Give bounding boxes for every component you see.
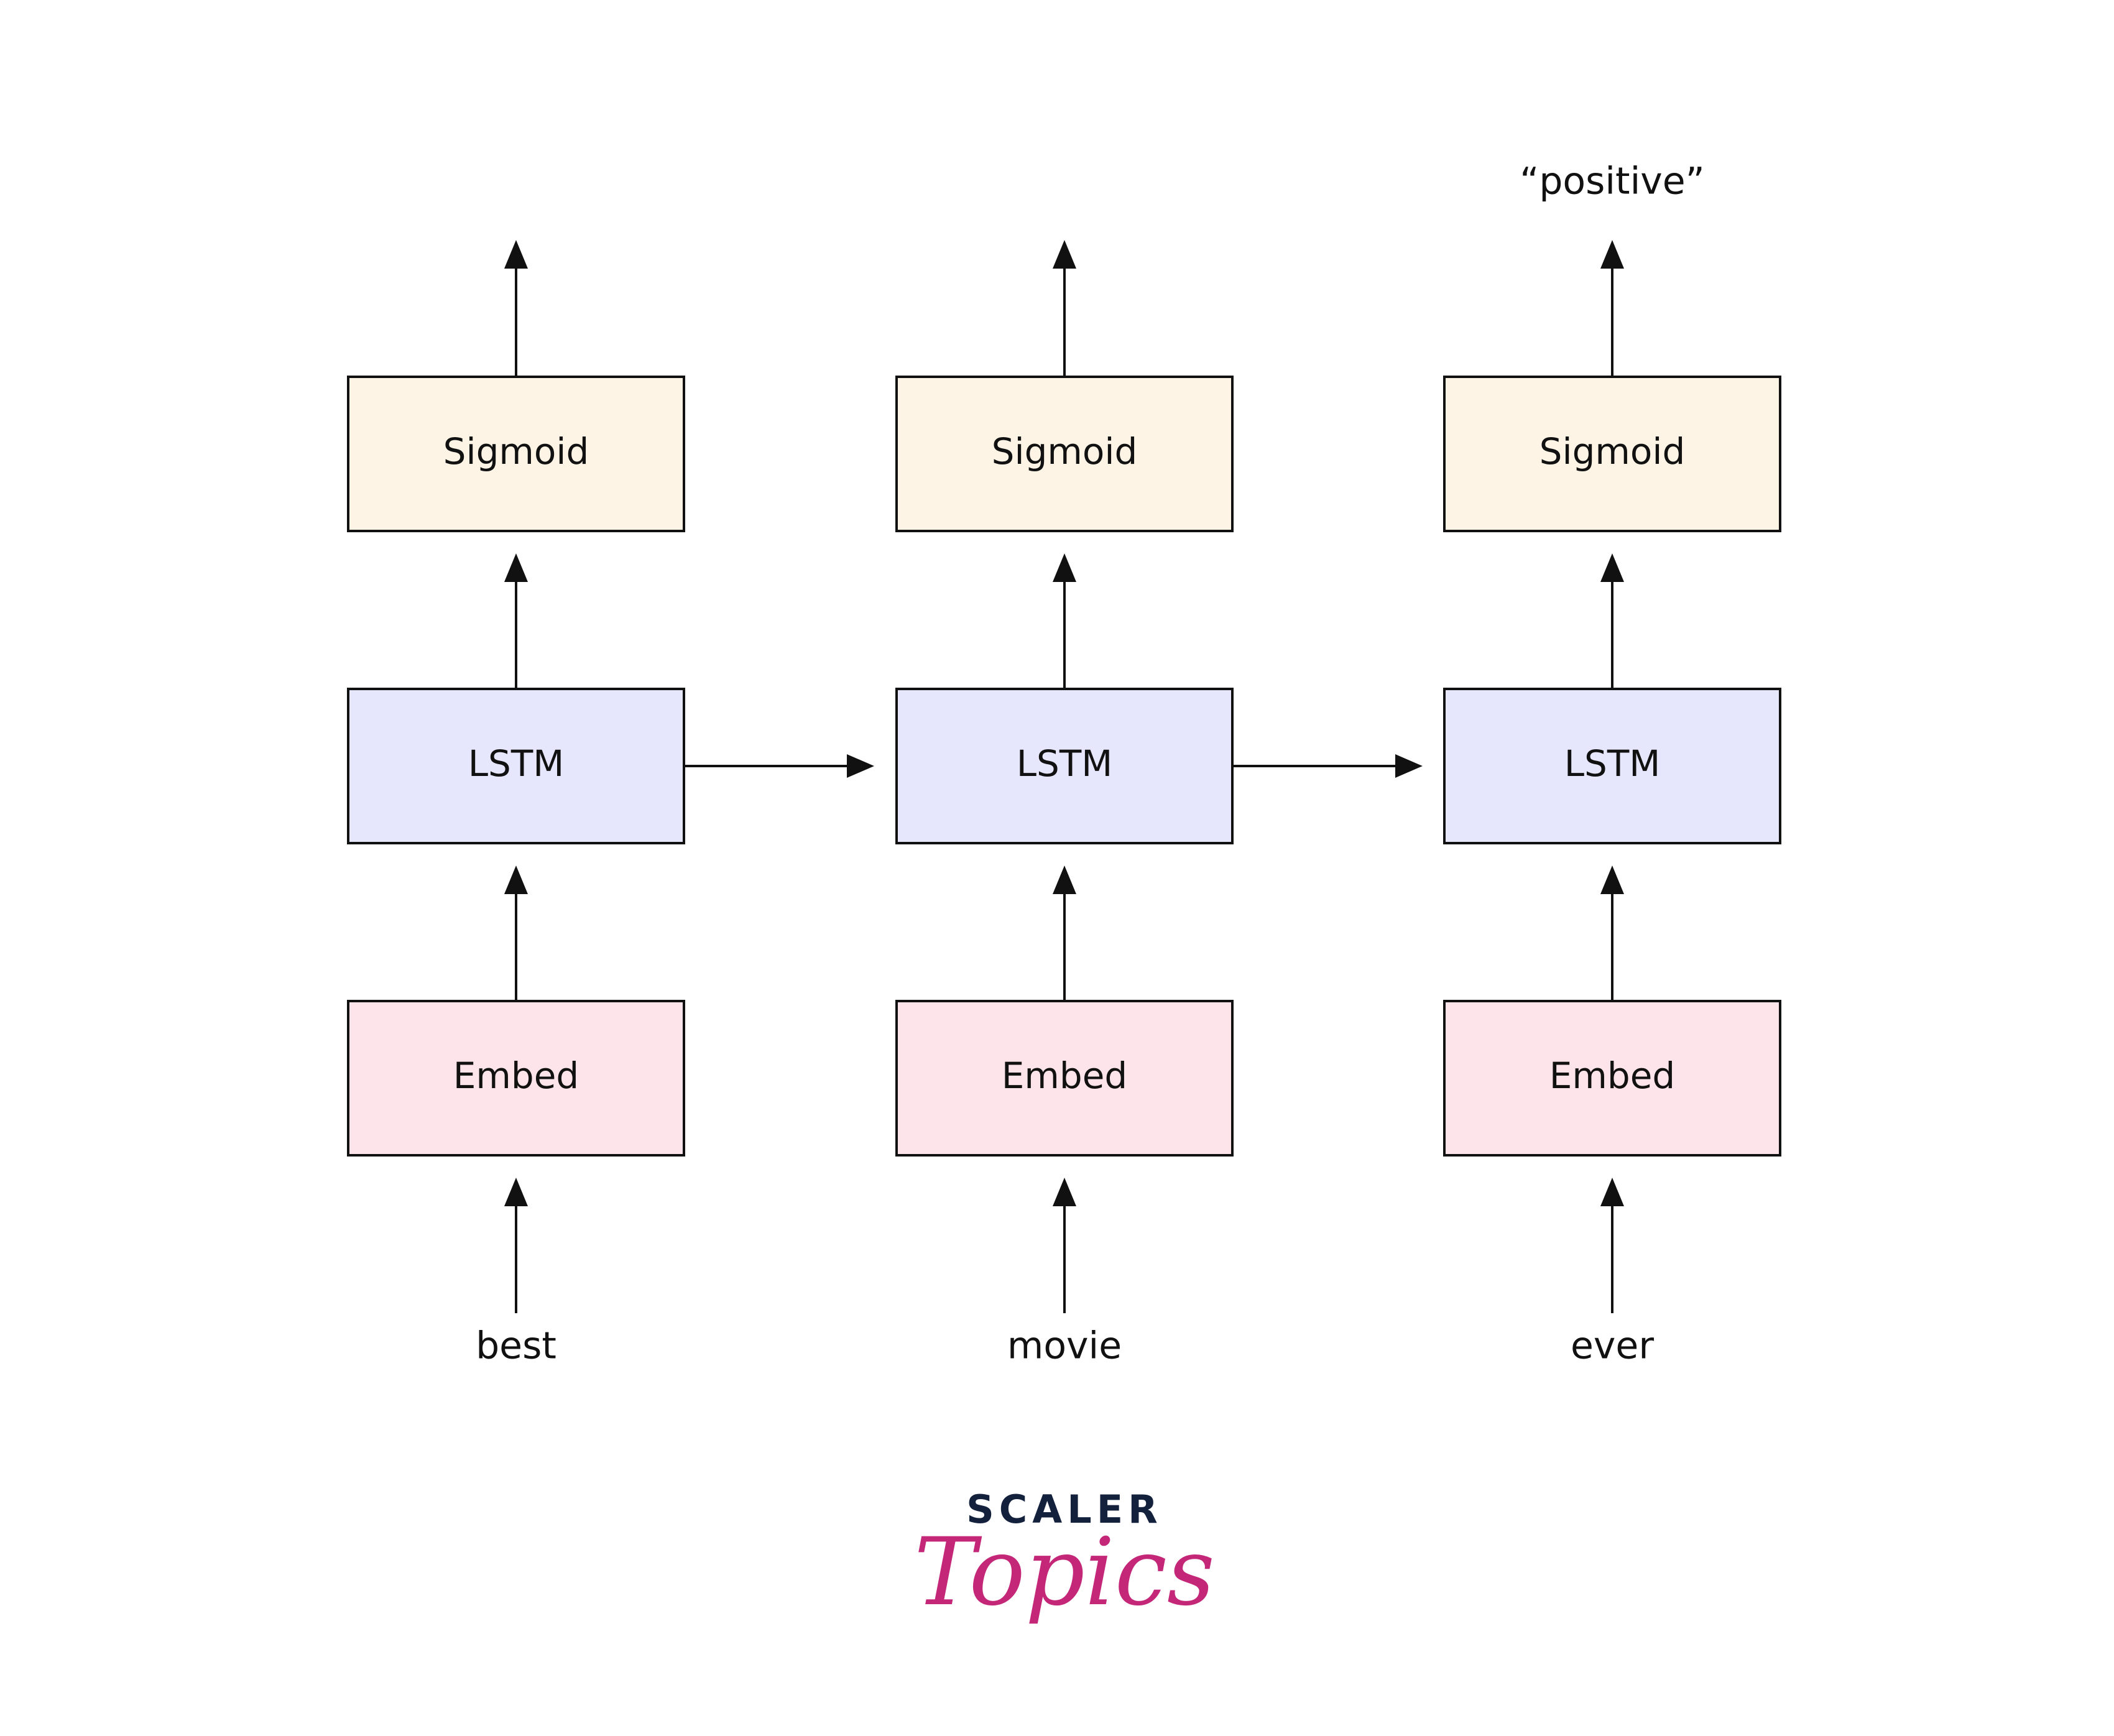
arrow-lstm-to-sigmoid-1 (504, 553, 528, 688)
arrow-lstm-to-sigmoid-3 (1600, 553, 1624, 688)
sigmoid-box-2 (895, 376, 1234, 532)
column-3: Sigmoid LSTM Embed ever “positive” (1443, 160, 1781, 1368)
lstm-label-3: LSTM (1564, 742, 1661, 785)
embed-label-3: Embed (1549, 1055, 1675, 1097)
output-label-3: “positive” (1520, 160, 1705, 203)
arrow-sigmoid-output-3 (1600, 240, 1624, 376)
scaler-topics-logo: SCALER Topics (914, 1487, 1215, 1627)
arrow-input-to-embed-2 (1053, 1178, 1076, 1313)
lstm-box-2 (895, 688, 1234, 844)
lstm-box-3 (1443, 688, 1781, 844)
sigmoid-label-1: Sigmoid (443, 430, 589, 473)
embed-box-2 (895, 1000, 1234, 1157)
arrow-embed-to-lstm-2 (1053, 866, 1076, 1000)
arrow-input-to-embed-3 (1600, 1178, 1624, 1313)
sigmoid-label-3: Sigmoid (1539, 430, 1686, 473)
lstm-box-1 (347, 688, 685, 844)
column-2: Sigmoid LSTM Embed movie (895, 240, 1234, 1368)
lstm-label-1: LSTM (468, 742, 565, 785)
input-word-2: movie (1007, 1324, 1122, 1368)
lstm-label-2: LSTM (1017, 742, 1113, 785)
embed-label-1: Embed (453, 1055, 579, 1097)
logo-scaler-text: SCALER (966, 1487, 1163, 1532)
sigmoid-box-1 (347, 376, 685, 532)
arrow-lstm-to-sigmoid-2 (1053, 553, 1076, 688)
embed-label-2: Embed (1002, 1055, 1127, 1097)
arrow-lstm-2-to-lstm-3 (1234, 754, 1423, 778)
arrow-sigmoid-output-2 (1053, 240, 1076, 376)
arrow-input-to-embed-1 (504, 1178, 528, 1313)
arrow-lstm-1-to-lstm-2 (685, 754, 874, 778)
arrow-sigmoid-output-1 (504, 240, 528, 376)
column-1: Sigmoid LSTM Embed best (347, 240, 685, 1368)
embed-box-3 (1443, 1000, 1781, 1157)
sigmoid-box-3 (1443, 376, 1781, 532)
input-word-1: best (476, 1324, 556, 1368)
logo-topics-text: Topics (914, 1518, 1215, 1627)
input-word-3: ever (1571, 1324, 1654, 1368)
arrow-embed-to-lstm-1 (504, 866, 528, 1000)
sigmoid-label-2: Sigmoid (992, 430, 1138, 473)
embed-box-1 (347, 1000, 685, 1157)
arrow-embed-to-lstm-3 (1600, 866, 1624, 1000)
